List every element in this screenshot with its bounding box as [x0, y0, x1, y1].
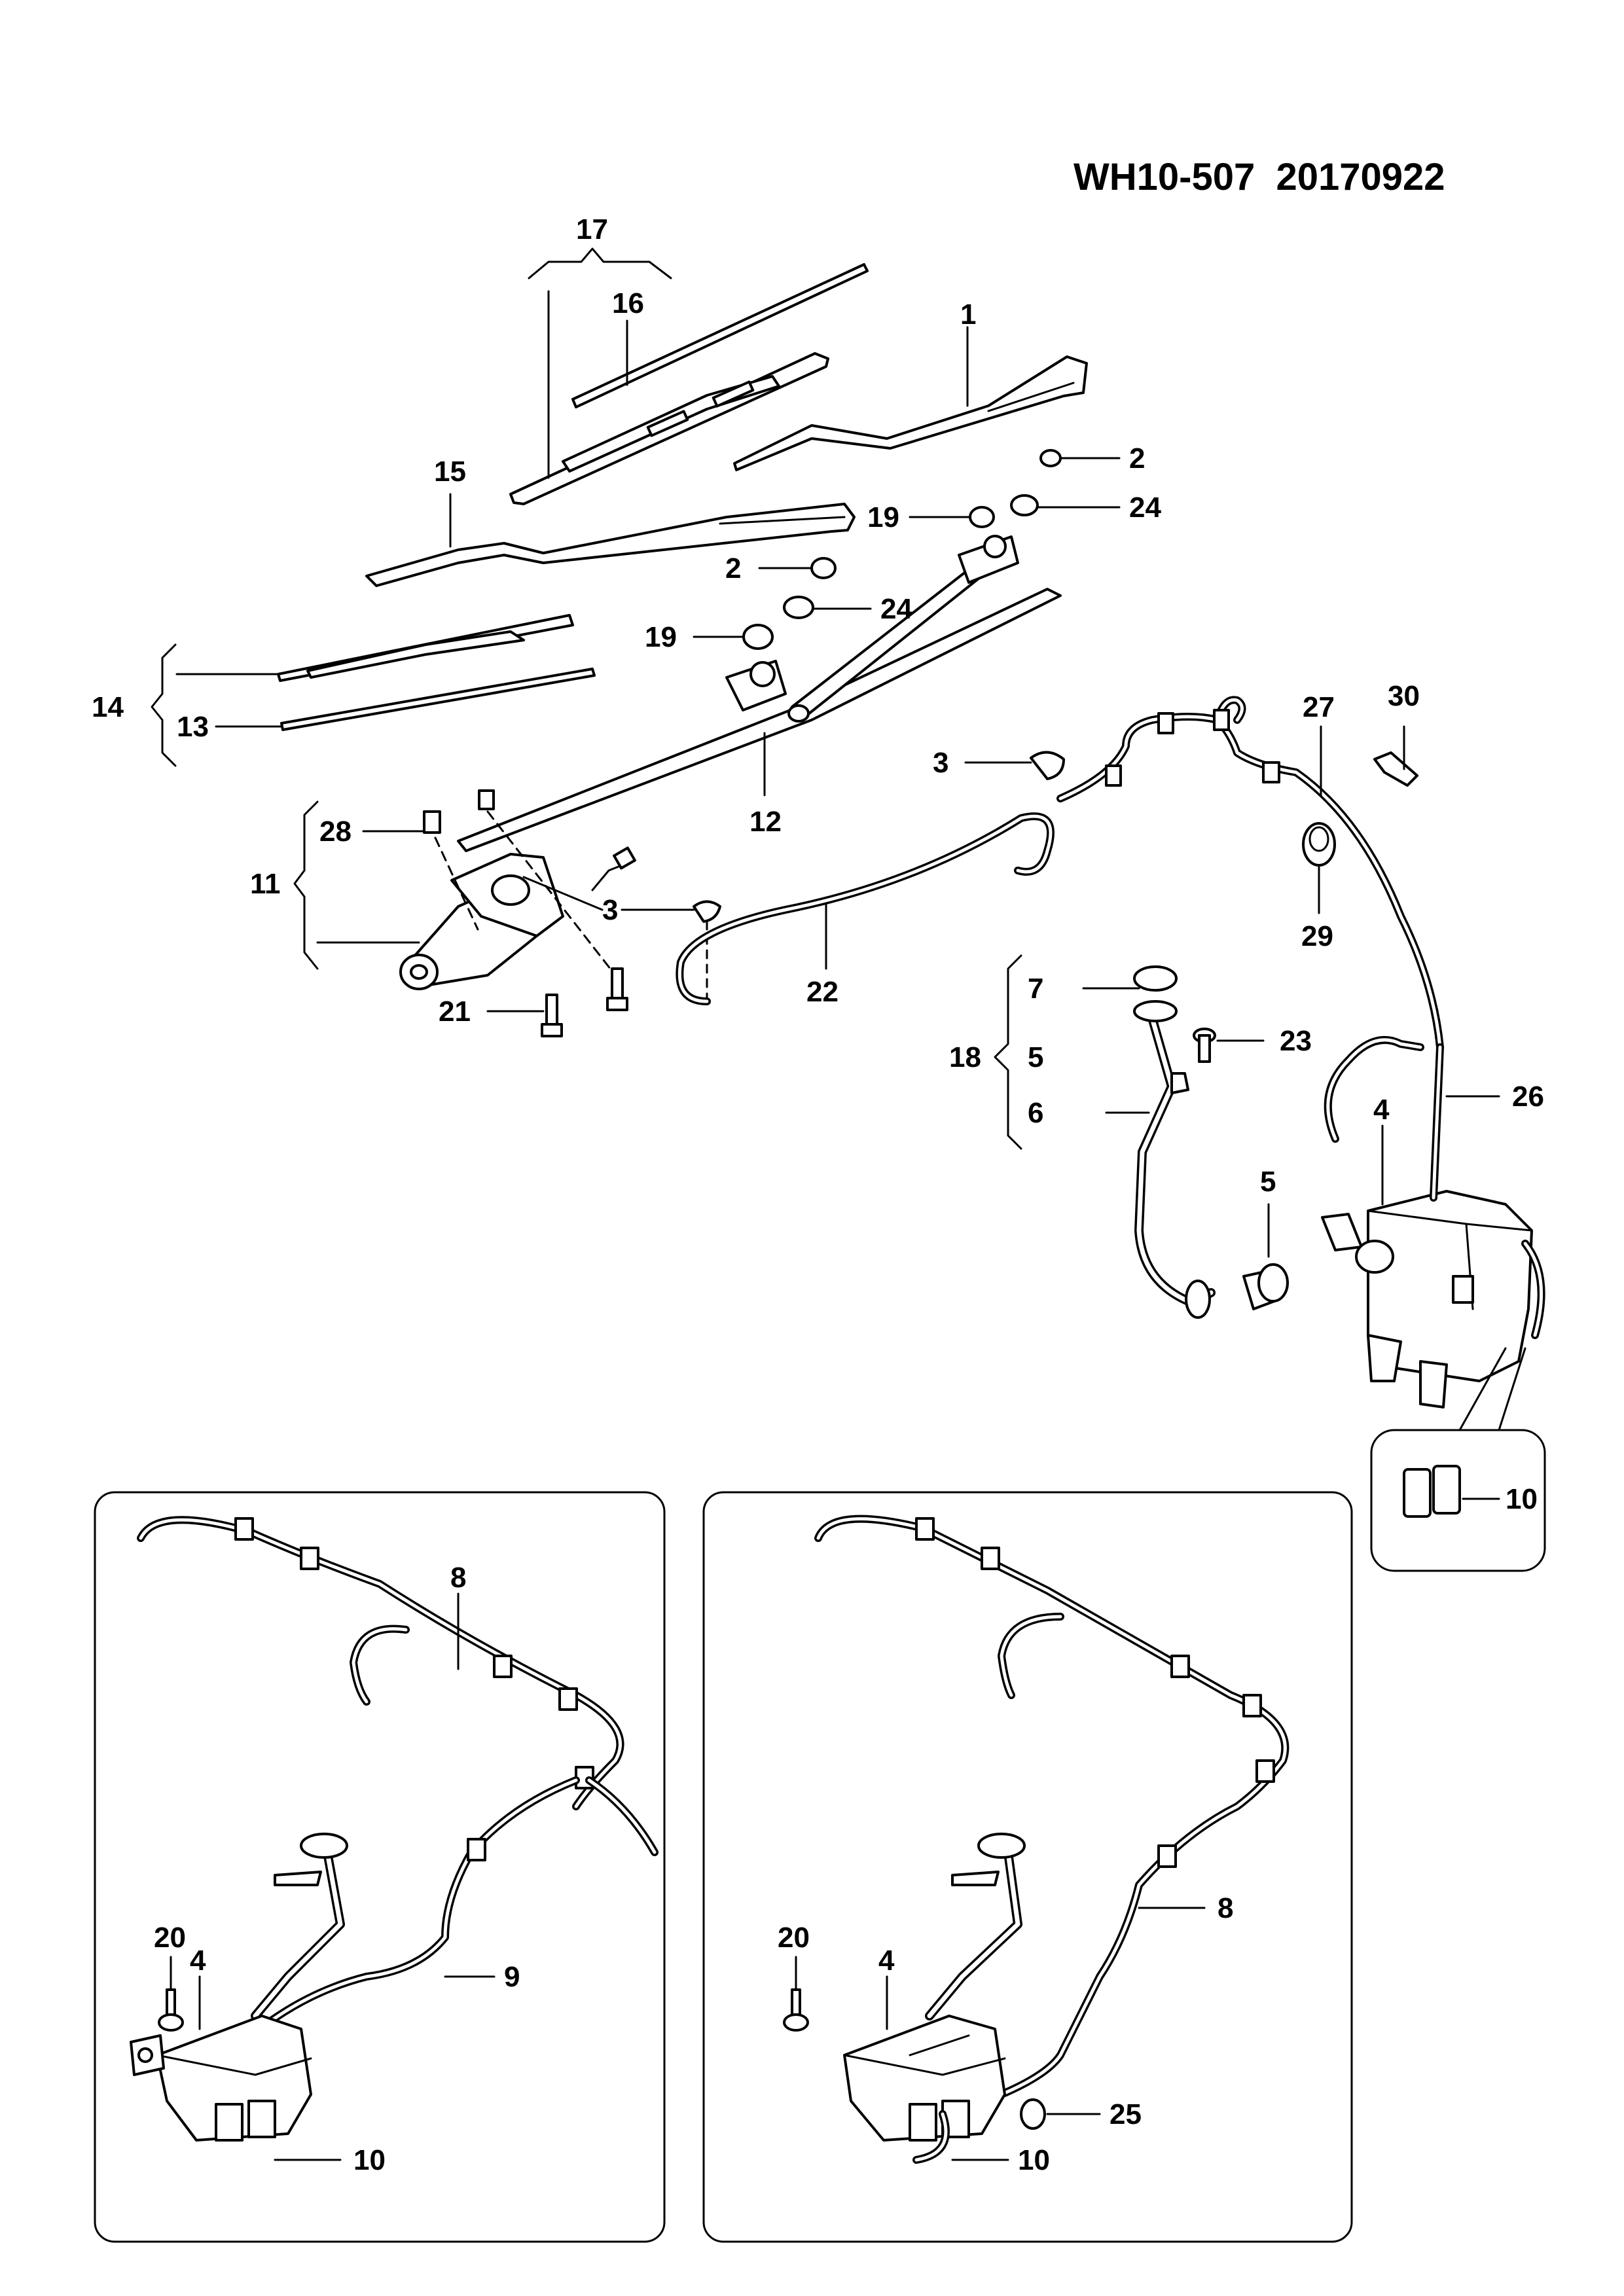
- grommet-28: [423, 789, 495, 834]
- callout-4-top: 4: [1373, 1094, 1390, 1126]
- wiper-blade-assembly-14: [277, 614, 574, 682]
- callout-14: 14: [92, 691, 124, 723]
- callout-28: 28: [319, 816, 352, 848]
- callout-10-right: 10: [1018, 2144, 1050, 2176]
- callout-30: 30: [1388, 680, 1420, 712]
- callout-20-right: 20: [778, 1922, 810, 1954]
- bolt-20-left: [158, 1988, 184, 2032]
- variant-panel-right: [702, 1491, 1353, 2243]
- callout-9: 9: [504, 1961, 520, 1993]
- callout-23: 23: [1280, 1025, 1312, 1057]
- callout-2-left: 2: [725, 552, 741, 584]
- bracket-18: [994, 954, 1022, 1150]
- callout-24-right: 24: [1129, 492, 1161, 524]
- washer-hose-27: [1056, 696, 1444, 1051]
- callout-26: 26: [1512, 1081, 1544, 1113]
- bolt-21: [541, 967, 628, 1037]
- wiper-blade-refill-13: [280, 668, 596, 731]
- callout-3-left: 3: [602, 894, 618, 926]
- bolt-23: [1193, 1028, 1216, 1063]
- callout-8-left: 8: [450, 1562, 466, 1594]
- washer-hose-8-left: [137, 1516, 624, 1810]
- callout-17: 17: [576, 213, 608, 245]
- callout-7: 7: [1028, 973, 1043, 1005]
- callout-3-right: 3: [933, 747, 948, 779]
- pivot-cap-2-right: [1039, 449, 1062, 467]
- callout-10-detail: 10: [1506, 1483, 1538, 1515]
- washer-reservoir-4-right: [843, 1833, 1026, 2164]
- callout-27: 27: [1303, 691, 1335, 723]
- washer-reservoir-4: [1321, 1035, 1545, 1408]
- callout-20-left: 20: [154, 1922, 186, 1954]
- callout-19-left: 19: [645, 621, 677, 653]
- filler-neck-6: [1133, 1000, 1216, 1319]
- washer-reservoir-4-left: [130, 1833, 348, 2142]
- callout-18: 18: [949, 1041, 981, 1073]
- pivot-bushing-19-left: [742, 624, 774, 650]
- callout-22: 22: [806, 976, 839, 1008]
- diagram-code: WH10-507 20170922: [1074, 156, 1445, 198]
- callout-1: 1: [960, 298, 976, 331]
- callout-12: 12: [749, 806, 782, 838]
- callout-11: 11: [250, 868, 281, 900]
- callout-29: 29: [1301, 920, 1333, 952]
- pivot-nut-24-right: [1010, 494, 1039, 516]
- callout-24-left: 24: [880, 593, 912, 625]
- washer-nozzle-3-left: [693, 900, 721, 923]
- variant-panel-left: [94, 1491, 666, 2243]
- wiper-arm-15: [365, 503, 856, 587]
- grommet-5: [1242, 1263, 1289, 1310]
- grommet-29: [1302, 822, 1336, 867]
- callout-10-left: 10: [353, 2144, 386, 2176]
- callout-6: 6: [1028, 1097, 1043, 1129]
- clip-30: [1373, 751, 1418, 787]
- washer-nozzle-3-right: [1030, 751, 1065, 780]
- wiper-arm-1: [733, 355, 1088, 471]
- wiper-linkage-12: [457, 535, 1062, 852]
- callout-5-grommet: 5: [1260, 1166, 1276, 1198]
- pivot-cap-2-left: [810, 557, 837, 579]
- callout-2-right: 2: [1129, 442, 1145, 475]
- callout-21: 21: [439, 996, 471, 1028]
- washer-hose-8-right: [814, 1515, 1290, 2098]
- callout-8-right: 8: [1218, 1892, 1233, 1924]
- callout-4-left: 4: [190, 1945, 206, 1977]
- bracket-11: [293, 800, 319, 970]
- bracket-14: [151, 643, 177, 767]
- bracket-17: [528, 247, 672, 279]
- callout-15: 15: [434, 456, 466, 488]
- callout-25: 25: [1110, 2098, 1142, 2130]
- washer-hose-9: [219, 1776, 659, 2066]
- washer-hose-22: [676, 812, 1055, 1005]
- callout-5-bracket: 5: [1028, 1041, 1043, 1073]
- filler-cap-7: [1133, 965, 1178, 992]
- wiper-motor-11: [399, 846, 636, 990]
- bolt-20-right: [783, 1988, 809, 2032]
- callout-19-right: 19: [867, 501, 899, 533]
- callout-4-right: 4: [878, 1945, 895, 1977]
- pump-detail-box: [1370, 1347, 1546, 1572]
- grommet-25: [1020, 2098, 1046, 2130]
- callout-13: 13: [177, 711, 209, 743]
- pivot-nut-24-left: [783, 596, 814, 619]
- wiper-blade-assembly-17: [509, 352, 829, 505]
- callout-16: 16: [612, 287, 644, 319]
- pivot-bushing-19-right: [969, 506, 995, 528]
- wiper-blade-refill-16: [571, 263, 869, 408]
